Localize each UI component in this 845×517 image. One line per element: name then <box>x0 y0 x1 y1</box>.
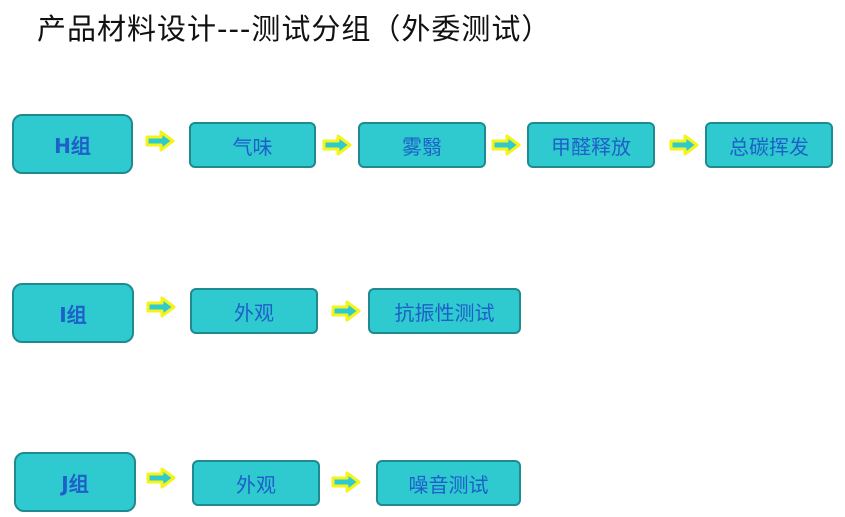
arrow-right-icon <box>322 134 352 156</box>
arrow-right-icon <box>669 134 699 156</box>
arrow-right-icon <box>146 296 176 318</box>
group-box-j: J组 <box>14 452 136 512</box>
step-box-vibration-test: 抗振性测试 <box>368 288 521 334</box>
step-box-fogging: 雾翳 <box>358 122 486 168</box>
group-box-i: I组 <box>12 283 134 343</box>
diagram-title: 产品材料设计---测试分组（外委测试） <box>37 12 552 46</box>
arrow-right-icon <box>146 467 176 489</box>
step-box-odor: 气味 <box>189 122 316 168</box>
arrow-right-icon <box>331 471 361 493</box>
step-box-noise-test: 噪音测试 <box>376 460 521 506</box>
step-box-appearance: 外观 <box>192 460 320 506</box>
group-box-h: H组 <box>12 114 133 174</box>
arrow-right-icon <box>145 130 175 152</box>
step-box-voc: 总碳挥发 <box>705 122 833 168</box>
arrow-right-icon <box>331 300 361 322</box>
arrow-right-icon <box>491 134 521 156</box>
step-box-formaldehyde: 甲醛释放 <box>527 122 655 168</box>
step-box-appearance: 外观 <box>190 288 318 334</box>
